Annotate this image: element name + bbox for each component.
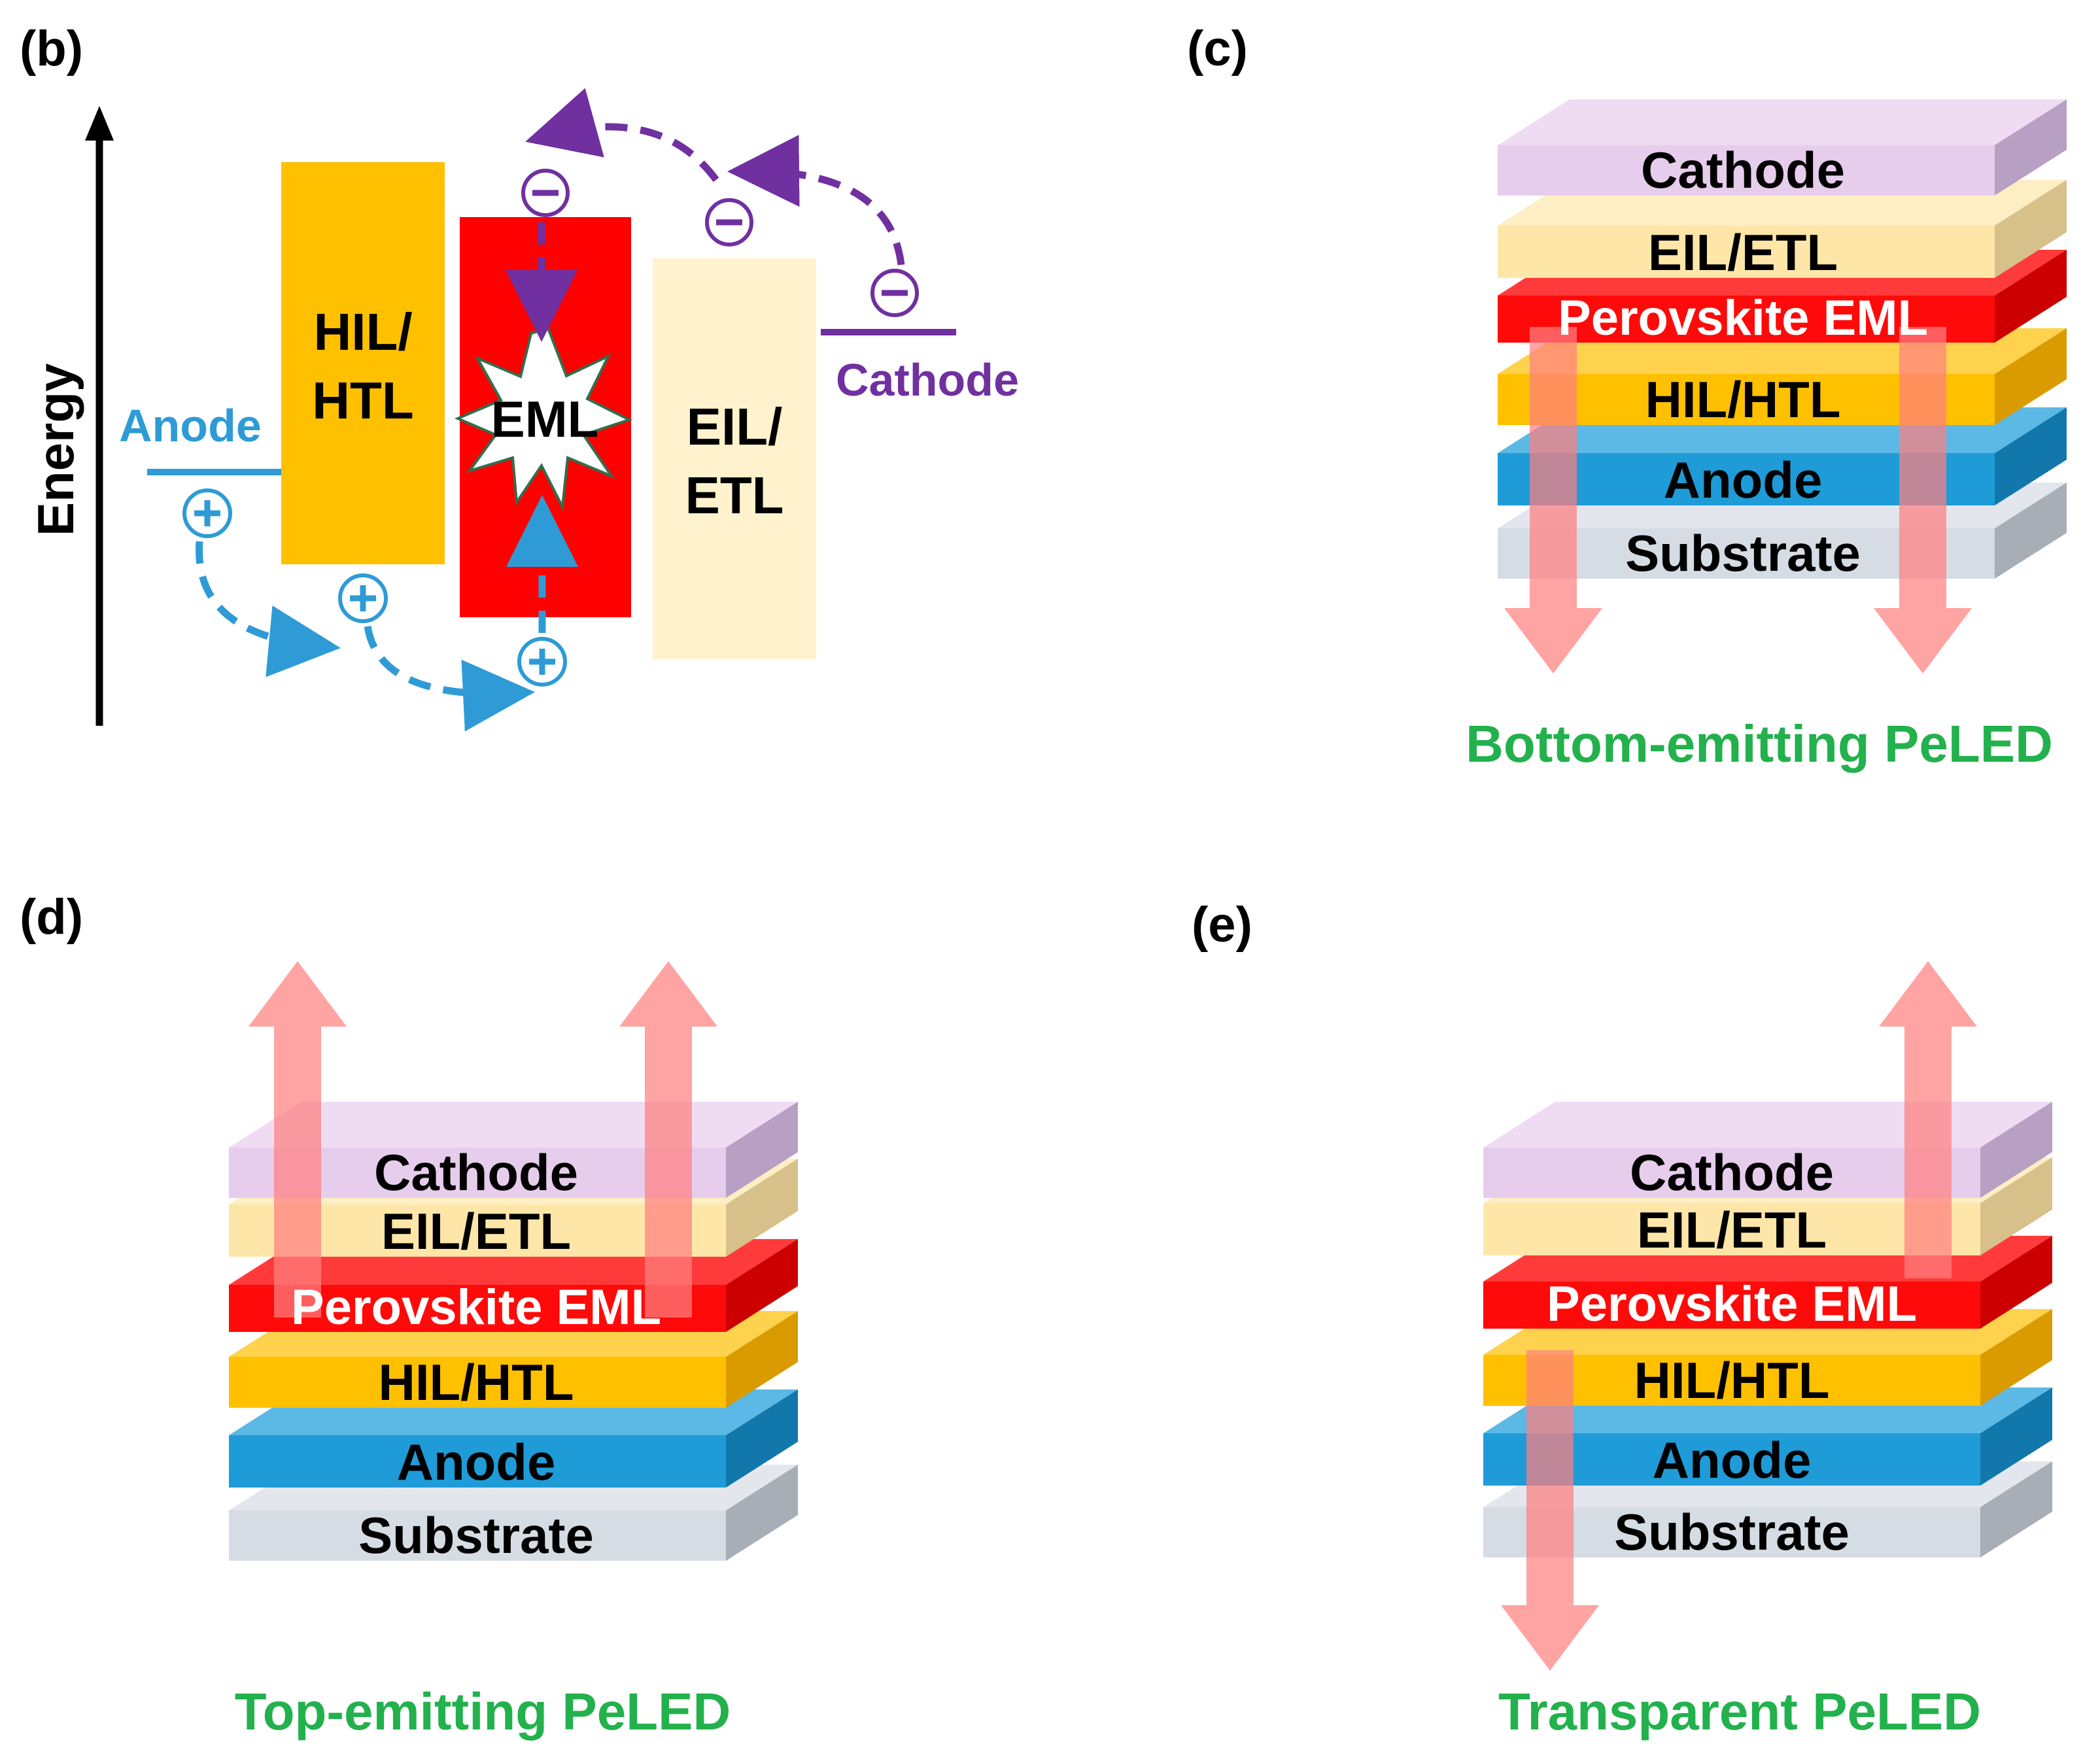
layer-label: EIL/ETL xyxy=(1648,224,1838,281)
layer-side-face xyxy=(1995,180,2067,278)
hil-htl-block xyxy=(281,162,445,564)
layer-label: Substrate xyxy=(1614,1503,1850,1561)
electron-2 xyxy=(705,198,753,247)
light-emission-arrow-1 xyxy=(249,961,347,1318)
panel-b: (b) Energy Anode HIL/ HTL EML EIL/ ETL C… xyxy=(20,21,1019,732)
layer-cathode xyxy=(1498,99,2067,196)
layer-front-face xyxy=(1483,1148,1980,1198)
layer-side-face xyxy=(726,1159,798,1257)
cathode-level-label: Cathode xyxy=(836,354,1019,405)
layer-side-face xyxy=(1995,250,2067,343)
light-emission-arrow-2 xyxy=(619,961,717,1318)
light-emission-arrow-1 xyxy=(1879,961,1977,1278)
hole-path-1 xyxy=(196,541,341,677)
layer-label: Cathode xyxy=(1630,1144,1834,1201)
layer-top-face xyxy=(1483,1102,2052,1148)
layer-front-face xyxy=(1498,145,1995,196)
layer-label: Anode xyxy=(1664,451,1823,509)
recombination-starburst xyxy=(454,326,633,511)
layer-side-face xyxy=(1980,1236,2052,1329)
layer-side-face xyxy=(726,1102,798,1198)
layer-side-face xyxy=(726,1389,798,1488)
layer-label: Cathode xyxy=(1641,141,1845,199)
layer-label: Cathode xyxy=(374,1144,578,1201)
layer-label: Perovskite EML xyxy=(1547,1276,1917,1332)
electron-path-2 xyxy=(525,88,719,182)
electron-3 xyxy=(521,169,570,217)
hole-2 xyxy=(338,573,388,623)
layer-front-face xyxy=(229,1510,726,1561)
layer-label: Anode xyxy=(1653,1431,1812,1489)
layer-front-face xyxy=(1483,1203,1980,1255)
layer-side-face xyxy=(1995,99,2067,196)
layer-side-face xyxy=(1995,483,2067,579)
layer-front-face xyxy=(229,1357,726,1408)
anode-level-label: Anode xyxy=(119,400,262,451)
layer-side-face xyxy=(1980,1461,2052,1557)
light-emission-arrow-2 xyxy=(1501,1350,1599,1671)
eil-etl-label-line1: EIL/ xyxy=(687,398,783,456)
layer-side-face xyxy=(1980,1157,2052,1255)
hil-htl-label-line1: HIL/ xyxy=(313,303,412,361)
hil-htl-label-line2: HTL xyxy=(312,371,414,430)
layer-front-face xyxy=(229,1435,726,1488)
panel-c-caption: Bottom-emitting PeLED xyxy=(1466,715,2053,773)
layer-label: Substrate xyxy=(358,1506,594,1564)
layer-label: HIL/HTL xyxy=(1634,1352,1830,1409)
layer-side-face xyxy=(726,1311,798,1408)
layer-side-face xyxy=(726,1465,798,1561)
layer-side-face xyxy=(1980,1387,2052,1486)
energy-axis-arrowhead xyxy=(85,106,114,141)
layer-label: HIL/HTL xyxy=(1645,371,1841,428)
panel-e-caption: Transparent PeLED xyxy=(1498,1682,1981,1741)
light-emission-arrow-2 xyxy=(1874,327,1972,673)
layer-side-face xyxy=(726,1239,798,1332)
layer-front-face xyxy=(1483,1282,1980,1329)
layer-label: HIL/HTL xyxy=(379,1353,574,1411)
light-emission-arrow-1 xyxy=(1504,327,1602,673)
eil-etl-label-line2: ETL xyxy=(685,466,783,524)
layer-label: Perovskite EML xyxy=(1558,290,1928,346)
layer-label: Anode xyxy=(397,1433,556,1491)
eil-etl-block xyxy=(653,258,816,659)
layer-label: Perovskite EML xyxy=(291,1280,661,1335)
electron-path-1 xyxy=(727,135,905,265)
hole-3 xyxy=(517,637,567,687)
layer-label: EIL/ETL xyxy=(1637,1201,1827,1259)
panel-d-label: (d) xyxy=(20,889,83,945)
hole-1 xyxy=(182,488,232,538)
layer-top-face xyxy=(1498,99,2067,145)
panel-e-label: (e) xyxy=(1192,897,1252,953)
panel-b-label: (b) xyxy=(20,21,83,77)
layer-front-face xyxy=(1498,226,1995,278)
layer-label: EIL/ETL xyxy=(381,1202,571,1260)
electron-1 xyxy=(870,269,919,317)
layer-label: Substrate xyxy=(1625,524,1861,582)
eml-label: EML xyxy=(491,390,599,448)
energy-axis-label: Energy xyxy=(27,364,84,536)
panel-c-label: (c) xyxy=(1187,21,1248,77)
hole-path-2 xyxy=(364,626,535,732)
layer-side-face xyxy=(1995,328,2067,425)
layer-side-face xyxy=(1980,1102,2052,1198)
layer-side-face xyxy=(1980,1309,2052,1406)
panel-d-caption: Top-emitting PeLED xyxy=(235,1682,731,1741)
layer-side-face xyxy=(1995,407,2067,505)
